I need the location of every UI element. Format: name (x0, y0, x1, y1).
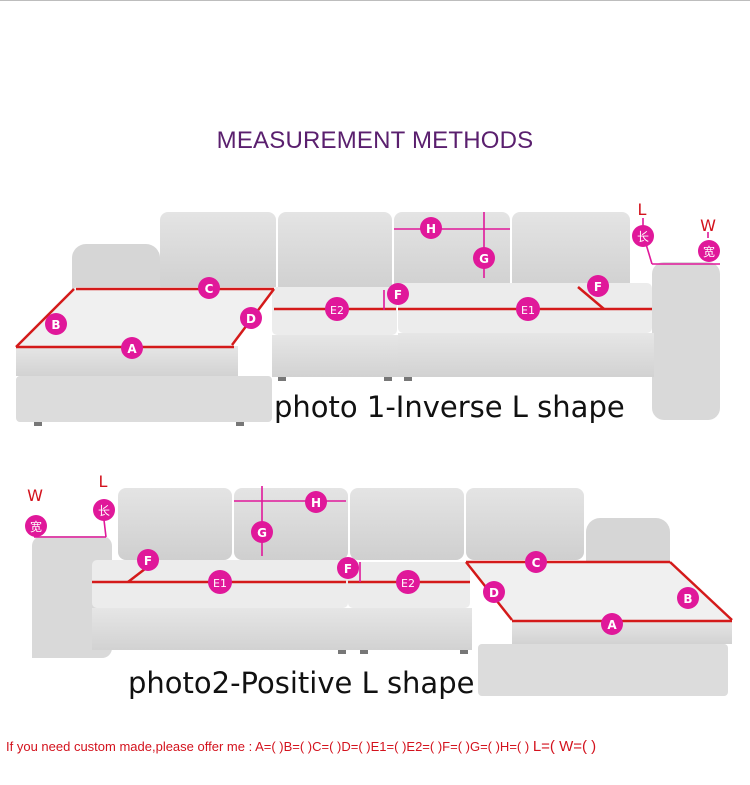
marker-a-label: A (607, 618, 617, 632)
marker-e2-label: E2 (330, 304, 344, 317)
custom-size-l: L=( (532, 738, 560, 755)
marker-e1-label: E1 (213, 577, 227, 590)
marker-chang-label: 长 (98, 504, 110, 518)
back-cushion (160, 212, 276, 294)
sofa-base (398, 333, 654, 377)
marker-e2-label: E2 (401, 577, 415, 590)
sofa-inverse-l: A B C D E1 E2 F F G H 长 宽 L W (15, 200, 720, 426)
marker-g-label: G (479, 252, 489, 266)
custom-size-note: If you need custom made,please offer me … (6, 738, 596, 755)
sofa-base (348, 608, 472, 650)
marker-a-label: A (127, 342, 137, 356)
marker-chang-label: 长 (637, 230, 649, 244)
photo1-caption: photo 1-Inverse L shape (274, 390, 625, 424)
back-cushion (234, 488, 348, 560)
back-cushion (118, 488, 232, 560)
marker-g-label: G (257, 526, 267, 540)
marker-f-label: F (394, 288, 402, 302)
marker-h-label: H (311, 496, 321, 510)
marker-d-label: D (489, 586, 499, 600)
marker-b-label: B (51, 318, 60, 332)
custom-size-w: W=( ) (559, 738, 597, 755)
chaise-seat (16, 287, 276, 346)
label-l: L (99, 472, 108, 491)
chaise-base (478, 644, 728, 696)
back-cushion (466, 488, 584, 560)
marker-h-label: H (426, 222, 436, 236)
back-cushion (278, 212, 392, 294)
label-l: L (638, 200, 647, 219)
marker-d-label: D (246, 312, 256, 326)
marker-c-label: C (205, 282, 214, 296)
markers-photo2: A B C D E1 E2 F F G H 长 宽 L W (25, 472, 699, 635)
sofa-positive-l: A B C D E1 E2 F F G H 长 宽 L W (25, 472, 733, 696)
chaise-base (16, 376, 272, 422)
marker-kuan-label: 宽 (30, 519, 42, 534)
marker-c-label: C (532, 556, 541, 570)
marker-e1-label: E1 (521, 304, 535, 317)
sofa-base (272, 335, 398, 377)
right-arm (652, 262, 720, 420)
custom-size-text: If you need custom made,please offer me … (6, 739, 533, 754)
marker-f-label: F (344, 562, 352, 576)
marker-b-label: B (683, 592, 692, 606)
marker-f-label: F (594, 280, 602, 294)
label-w: W (27, 486, 43, 505)
chaise-seat (466, 562, 732, 620)
marker-kuan-label: 宽 (703, 244, 715, 259)
back-cushion (512, 212, 630, 294)
page-title: MEASUREMENT METHODS (216, 127, 534, 154)
marker-f-label: F (144, 554, 152, 568)
photo2-caption: photo2-Positive L shape (128, 666, 475, 700)
label-w: W (700, 216, 716, 235)
sofa-base (92, 608, 348, 650)
markers-photo1: A B C D E1 E2 F F G H 长 宽 L W (45, 200, 720, 359)
top-divider (0, 0, 750, 1)
back-cushion (350, 488, 464, 560)
